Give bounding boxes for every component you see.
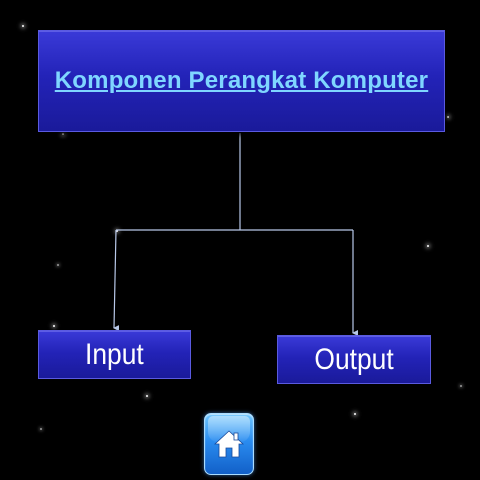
star-decoration (116, 230, 118, 232)
home-icon (213, 430, 245, 458)
home-button[interactable] (204, 413, 254, 475)
input-node-label: Input (85, 337, 144, 371)
output-node: Output (277, 335, 431, 384)
star-decoration (146, 395, 148, 397)
star-decoration (460, 385, 462, 387)
output-node-label: Output (314, 342, 394, 376)
star-decoration (427, 245, 429, 247)
diagram-title[interactable]: Komponen Perangkat Komputer (54, 67, 429, 94)
star-decoration (62, 133, 64, 135)
star-decoration (57, 264, 59, 266)
star-decoration (40, 428, 42, 430)
connector-to-input (113, 229, 120, 332)
star-decoration (22, 25, 24, 27)
star-decoration (53, 325, 55, 327)
star-decoration (447, 116, 449, 118)
star-decoration (354, 413, 356, 415)
diagram-title-node[interactable]: Komponen Perangkat Komputer (38, 30, 445, 132)
input-node: Input (38, 330, 191, 379)
